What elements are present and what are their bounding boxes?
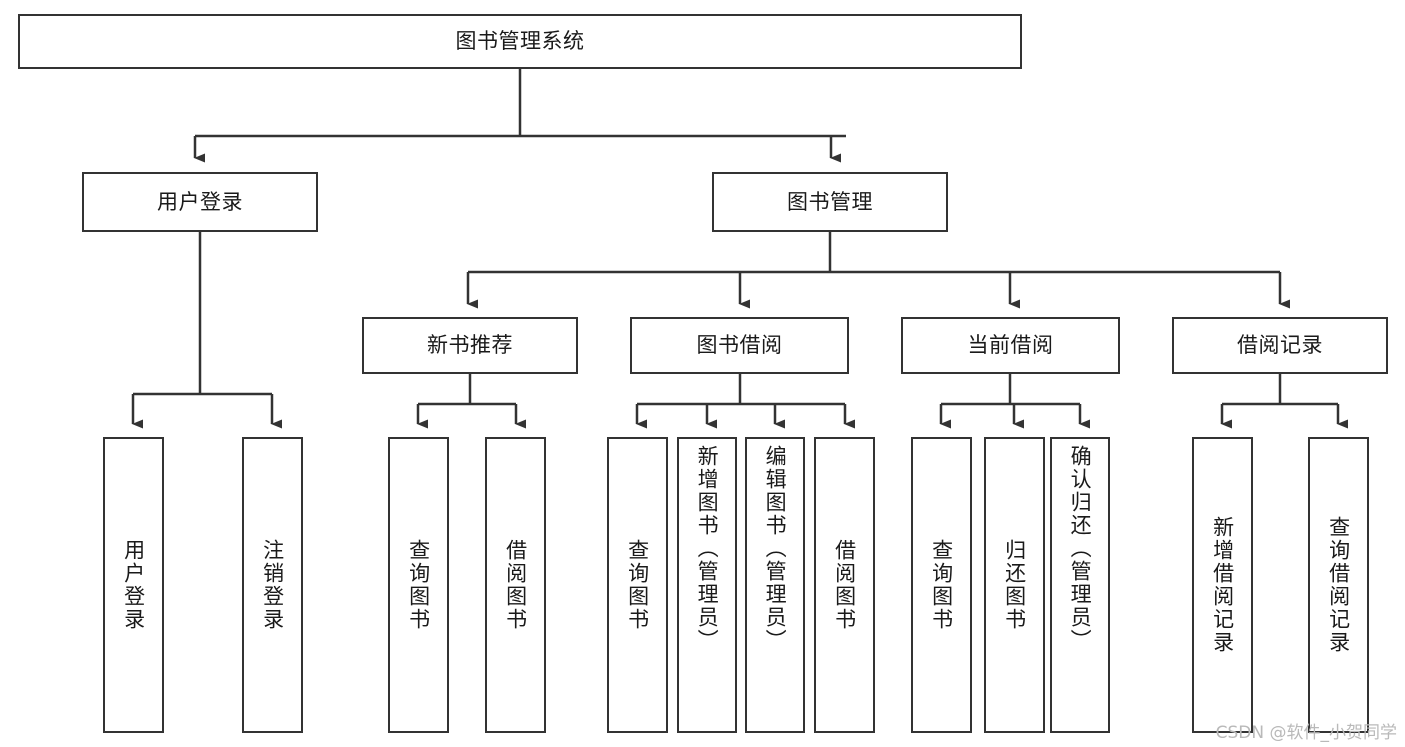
node-leaf-query-book-3-label: 查询图书 — [929, 539, 954, 631]
edge-root-to-level2 — [193, 69, 846, 163]
node-leaf-return-book[interactable]: 归还图书 — [984, 437, 1045, 733]
edge-bookmanage-to-level3 — [466, 232, 1290, 309]
edge-borrowrecord-to-leaves — [1220, 374, 1348, 429]
node-leaf-add-record-label: 新增借阅记录 — [1210, 516, 1235, 654]
node-leaf-add-record[interactable]: 新增借阅记录 — [1192, 437, 1253, 733]
node-book-borrow[interactable]: 图书借阅 — [630, 317, 849, 374]
edge-bookborrow-to-leaves — [635, 374, 855, 429]
csdn-watermark: CSDN @软件_小贺同学 — [1215, 723, 1397, 743]
node-leaf-logout-label: 注销登录 — [260, 539, 285, 631]
node-book-manage-label: 图书管理 — [787, 189, 873, 214]
node-current-borrow[interactable]: 当前借阅 — [901, 317, 1120, 374]
node-leaf-confirm-return[interactable]: 确认归还（管理员） — [1050, 437, 1110, 733]
node-leaf-borrow-book-2[interactable]: 借阅图书 — [814, 437, 875, 733]
node-leaf-edit-book[interactable]: 编辑图书（管理员） — [745, 437, 805, 733]
node-leaf-borrow-book-1[interactable]: 借阅图书 — [485, 437, 546, 733]
node-user-login-label: 用户登录 — [157, 189, 243, 214]
node-leaf-add-book-label: 新增图书（管理员） — [695, 445, 720, 652]
node-current-borrow-label: 当前借阅 — [967, 333, 1054, 358]
node-leaf-query-book-2[interactable]: 查询图书 — [607, 437, 668, 733]
node-user-login[interactable]: 用户登录 — [82, 172, 318, 232]
node-leaf-query-book-1[interactable]: 查询图书 — [388, 437, 449, 733]
node-leaf-query-record[interactable]: 查询借阅记录 — [1308, 437, 1369, 733]
node-root[interactable]: 图书管理系统 — [18, 14, 1022, 69]
node-leaf-query-book-1-label: 查询图书 — [406, 539, 431, 631]
node-leaf-add-book[interactable]: 新增图书（管理员） — [677, 437, 737, 733]
edge-currentborrow-to-leaves — [939, 374, 1090, 429]
node-leaf-logout[interactable]: 注销登录 — [242, 437, 303, 733]
node-new-book-recommend-label: 新书推荐 — [427, 333, 513, 358]
node-borrow-record[interactable]: 借阅记录 — [1172, 317, 1388, 374]
node-leaf-borrow-book-1-label: 借阅图书 — [503, 539, 528, 631]
node-book-manage[interactable]: 图书管理 — [712, 172, 948, 232]
node-leaf-confirm-return-label: 确认归还（管理员） — [1068, 445, 1093, 652]
node-leaf-return-book-label: 归还图书 — [1002, 539, 1027, 631]
node-leaf-query-book-3[interactable]: 查询图书 — [911, 437, 972, 733]
node-leaf-query-book-2-label: 查询图书 — [625, 539, 650, 631]
node-leaf-user-login-label: 用户登录 — [121, 539, 146, 631]
edge-userlogin-to-leaves — [131, 232, 282, 429]
node-leaf-user-login[interactable]: 用户登录 — [103, 437, 164, 733]
node-leaf-query-record-label: 查询借阅记录 — [1326, 516, 1351, 654]
node-book-borrow-label: 图书借阅 — [696, 333, 783, 358]
node-leaf-edit-book-label: 编辑图书（管理员） — [763, 445, 788, 652]
node-new-book-recommend[interactable]: 新书推荐 — [362, 317, 578, 374]
edge-newbook-to-leaves — [416, 374, 526, 429]
node-borrow-record-label: 借阅记录 — [1237, 333, 1323, 358]
node-leaf-borrow-book-2-label: 借阅图书 — [832, 539, 857, 631]
node-root-label: 图书管理系统 — [455, 29, 585, 54]
